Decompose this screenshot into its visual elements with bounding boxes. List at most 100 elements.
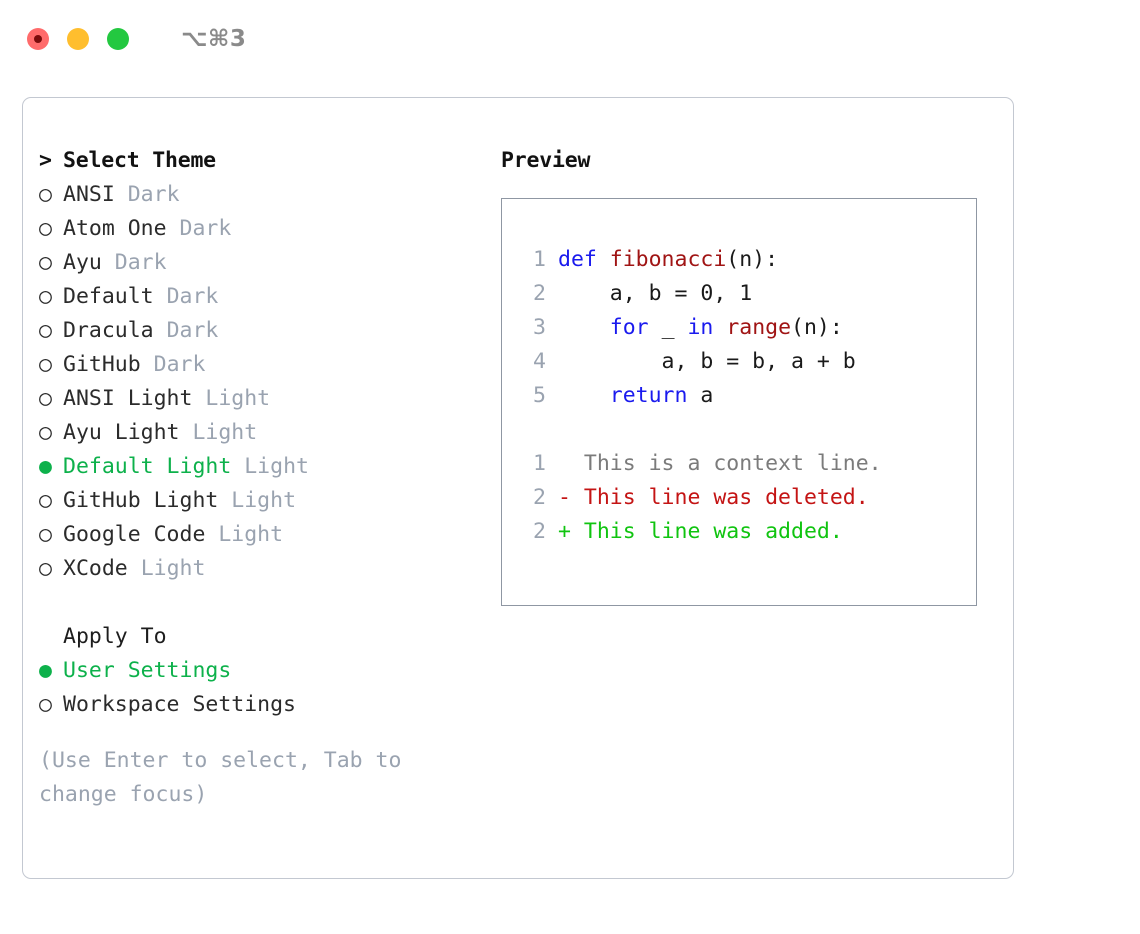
minimize-button[interactable] (67, 28, 89, 50)
theme-item-tag (167, 212, 180, 246)
preview-gap (502, 413, 976, 447)
theme-item-atom-one-dark[interactable]: ○ Atom One Dark (39, 212, 479, 246)
theme-item-tag-text: Dark (127, 182, 180, 207)
radio-unselected-icon[interactable]: ○ (39, 692, 52, 717)
radio-unselected-icon[interactable]: ○ (39, 420, 52, 445)
close-active-dot-icon (34, 35, 42, 43)
apply-to-workspace-settings[interactable]: ○ Workspace Settings (39, 688, 479, 722)
theme-item-default-light[interactable]: ●Default Light Light (39, 450, 479, 484)
radio-unselected-icon[interactable]: ○ (39, 522, 52, 547)
code-line-text: return a (558, 379, 714, 413)
code-line: 3 for _ in range(n): (502, 311, 976, 345)
theme-item-tag-text: Dark (179, 216, 232, 241)
theme-item-tag-text: Dark (114, 250, 167, 275)
code-line-text: a, b = 0, 1 (558, 281, 753, 306)
theme-item-tag (115, 178, 128, 212)
apply-to-header-indent: ○ (39, 620, 63, 654)
line-number: 2 (533, 485, 546, 510)
code-line-text: a, b = b, a + b (558, 349, 856, 374)
theme-item-tag (205, 518, 218, 552)
theme-item-tag-text: Light (192, 420, 258, 445)
theme-item-tag (231, 450, 244, 484)
code-token-plain: a (687, 383, 714, 408)
radio-unselected-icon[interactable]: ○ (39, 352, 52, 377)
radio-unselected-icon[interactable]: ○ (39, 488, 52, 513)
line-number: 1 (533, 247, 546, 272)
theme-item-tag-text: Light (218, 522, 284, 547)
code-token-keyword: for (609, 315, 649, 340)
window-controls (27, 28, 129, 50)
theme-item-dracula-dark[interactable]: ○Dracula Dark (39, 314, 479, 348)
radio-unselected-icon[interactable]: ○ (39, 182, 52, 207)
prompt-caret-icon: > (39, 148, 52, 173)
theme-item-tag (154, 314, 167, 348)
theme-item-tag-text: Dark (166, 284, 219, 309)
titlebar: ⌥⌘3 (0, 0, 1140, 78)
theme-item-tag (218, 484, 231, 518)
line-number: 3 (533, 315, 546, 340)
theme-item-tag (180, 416, 193, 450)
theme-item-tag-text: Dark (153, 352, 206, 377)
theme-item-tag (154, 280, 167, 314)
code-token-function: fibonacci (609, 247, 727, 272)
theme-item-label: ANSI (63, 182, 115, 207)
theme-item-label: XCode (63, 556, 128, 581)
select-theme-title: Select Theme (63, 148, 216, 173)
theme-item-label: Default Light (63, 454, 232, 479)
preview-title: Preview (501, 148, 591, 173)
line-number: 2 (533, 281, 546, 306)
keyboard-hint-text: (Use Enter to select, Tab to change focu… (39, 748, 402, 807)
theme-item-ansi-light[interactable]: ○ ANSI Light Light (39, 382, 479, 416)
radio-unselected-icon[interactable]: ○ (39, 284, 52, 309)
maximize-button[interactable] (107, 28, 129, 50)
theme-item-tag (141, 348, 154, 382)
line-number: 4 (533, 349, 546, 374)
theme-item-github-dark[interactable]: ○ GitHub Dark (39, 348, 479, 382)
apply-to-user-settings[interactable]: ●User Settings (39, 654, 479, 688)
close-button[interactable] (27, 28, 49, 50)
theme-item-label: Atom One (63, 216, 167, 241)
code-token-plain: (n): (726, 247, 779, 272)
theme-item-label: GitHub (63, 352, 141, 377)
main-panel: >Select Theme ○ANSI Dark ○Atom One Dark … (22, 97, 1014, 879)
apply-to-header: ○Apply To (39, 620, 479, 654)
theme-item-tag (102, 246, 115, 280)
theme-item-label: Dracula (63, 318, 154, 343)
radio-unselected-icon[interactable]: ○ (39, 386, 52, 411)
select-theme-header: > Select Theme (39, 144, 479, 178)
theme-selector-column: >Select Theme ○ANSI Dark ○Atom One Dark … (39, 144, 479, 812)
code-line-text: for _ in range(n): (558, 311, 843, 345)
code-token-keyword: in (687, 315, 714, 340)
keyboard-shortcut-label: ⌥⌘3 (181, 26, 247, 52)
radio-selected-icon[interactable]: ● (39, 454, 52, 479)
theme-item-xcode[interactable]: ○XCode Light (39, 552, 479, 586)
radio-unselected-icon[interactable]: ○ (39, 556, 52, 581)
code-token-plain: (n): (791, 315, 843, 340)
radio-selected-icon[interactable]: ● (39, 658, 52, 683)
code-token-plain: _ (648, 315, 688, 340)
theme-item-label: ANSI Light (63, 386, 193, 411)
theme-item-tag-text: Light (231, 488, 297, 513)
theme-item-google-code[interactable]: ○Google Code Light (39, 518, 479, 552)
theme-item-default-dark[interactable]: ○Default Dark (39, 280, 479, 314)
theme-item-ayu-dark[interactable]: ○Ayu Dark (39, 246, 479, 280)
code-token-function: range (726, 315, 792, 340)
radio-unselected-icon[interactable]: ○ (39, 250, 52, 275)
code-token-indent (558, 383, 610, 408)
theme-item-tag-text: Light (205, 386, 271, 411)
diff-line-added: 2+ This line was added. (502, 515, 976, 549)
radio-unselected-icon[interactable]: ○ (39, 318, 52, 343)
code-line: 5 return a (502, 379, 976, 413)
apply-to-title: Apply To (63, 624, 167, 649)
theme-item-github-light[interactable]: ○GitHub Light Light (39, 484, 479, 518)
theme-item-tag (192, 382, 205, 416)
apply-to-item-label: Workspace Settings (63, 692, 296, 717)
theme-item-ansi-dark[interactable]: ○ ANSI Dark (39, 178, 479, 212)
radio-unselected-icon[interactable]: ○ (39, 216, 52, 241)
code-line: 4 a, b = b, a + b (502, 345, 976, 379)
theme-item-ayu-light[interactable]: ○Ayu Light Light (39, 416, 479, 450)
list-spacer (39, 586, 479, 620)
